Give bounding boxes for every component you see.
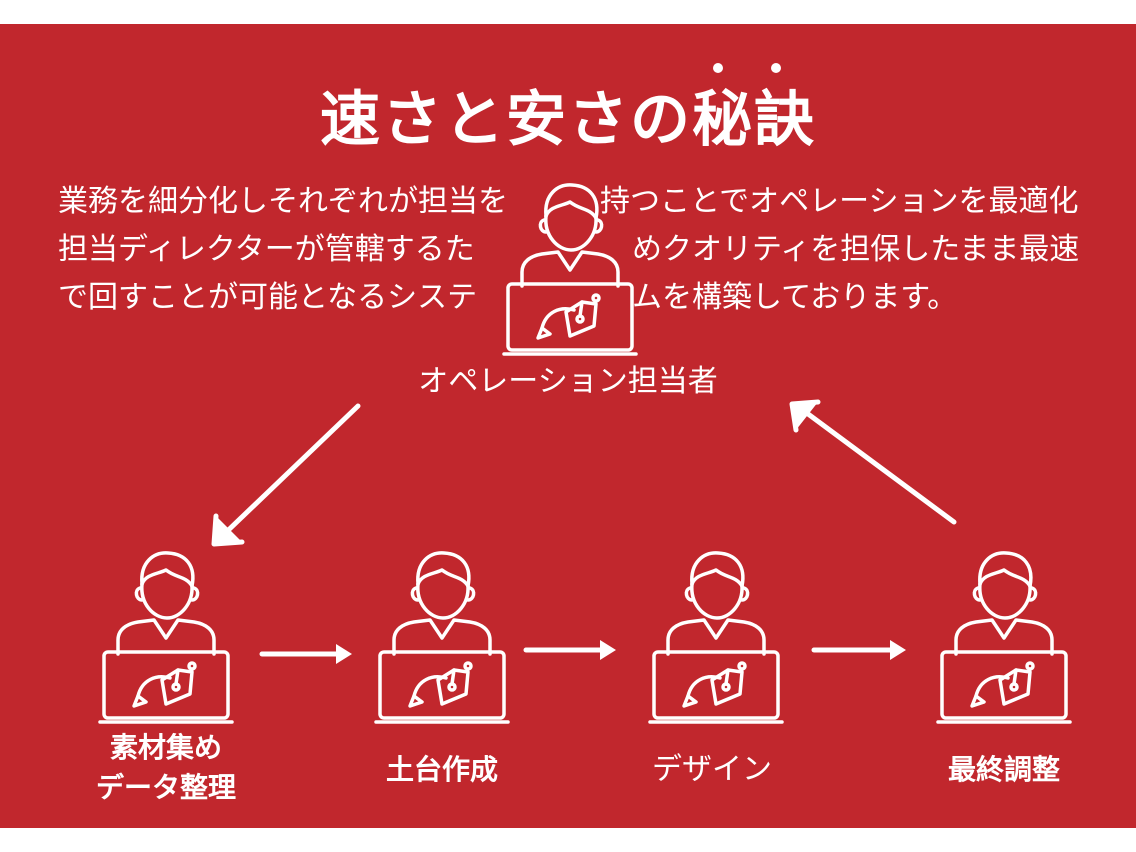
step4-designer-icon bbox=[934, 544, 1074, 724]
step1-label-line1: 素材集め bbox=[109, 731, 222, 764]
arrow-step4-to-operator bbox=[797, 405, 957, 525]
description-line-3-left: で回すことが可能となるシステ bbox=[58, 280, 478, 315]
arrow-right-icon bbox=[890, 640, 906, 660]
description-line-2-left: 担当ディレクターが管轄するた bbox=[58, 232, 475, 267]
description-line-1-left: 業務を細分化しそれぞれが担当を bbox=[58, 184, 508, 219]
step1-designer-icon bbox=[96, 544, 236, 724]
step2-designer-icon bbox=[372, 544, 512, 724]
arrow-operator-to-step1 bbox=[215, 403, 361, 543]
description-line-1-right: 持つことでオペレーションを最適化 bbox=[600, 184, 1079, 219]
description-line-3-right: ムを構築しております。 bbox=[632, 280, 958, 315]
arrow-right-icon bbox=[336, 644, 352, 664]
description-line-2-right: めクオリティを担保したまま最速 bbox=[632, 232, 1080, 267]
emphasis-dots bbox=[713, 63, 781, 73]
arrow-right-icon bbox=[600, 640, 616, 660]
step3-designer-icon bbox=[646, 544, 786, 724]
step4-label: 最終調整 bbox=[947, 753, 1060, 786]
step3-label: デザイン bbox=[652, 752, 772, 787]
step1-label-line2: データ整理 bbox=[95, 771, 236, 804]
step2-label: 土台作成 bbox=[385, 753, 498, 786]
operator-label: オペレーション担当者 bbox=[418, 364, 718, 399]
diagram-panel: 速さと安さの秘訣 業務を細分化しそれぞれが担当を 持つことでオペレーションを最適… bbox=[0, 24, 1136, 828]
page-title: 速さと安さの秘訣 bbox=[320, 85, 816, 155]
operator-designer-icon bbox=[500, 176, 640, 356]
